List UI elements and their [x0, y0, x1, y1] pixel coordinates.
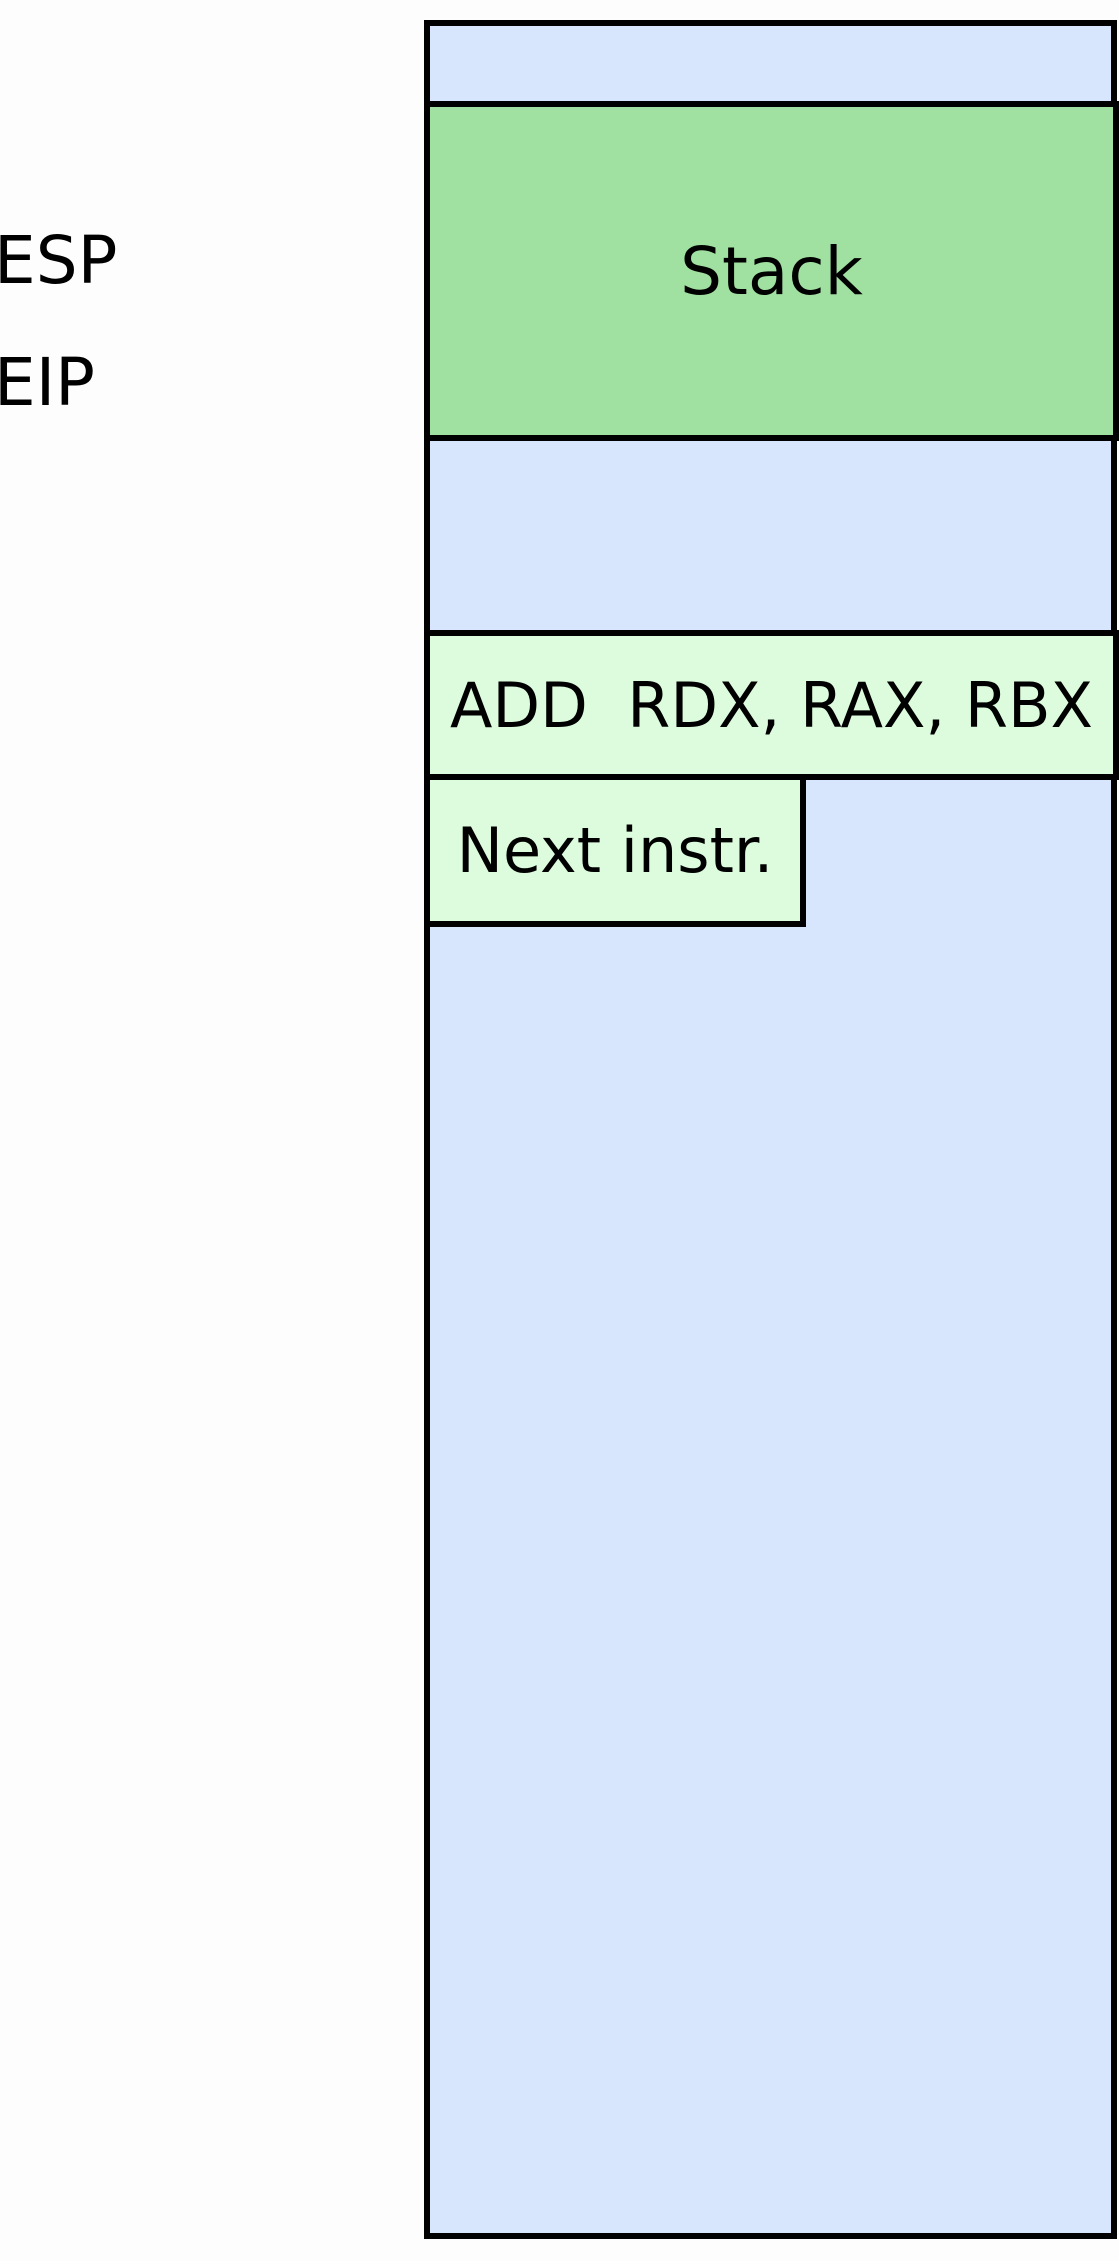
esp-register-label: ESP: [0, 222, 118, 299]
stack-block: Stack: [424, 101, 1119, 441]
next-instruction-block: Next instr.: [424, 774, 806, 927]
stack-label: Stack: [680, 232, 863, 310]
current-instruction-label: ADD RDX, RAX, RBX: [450, 668, 1093, 742]
eip-register-label: EIP: [0, 344, 95, 421]
next-instruction-label: Next instr.: [456, 814, 774, 887]
current-instruction-block: ADD RDX, RAX, RBX: [424, 630, 1119, 780]
